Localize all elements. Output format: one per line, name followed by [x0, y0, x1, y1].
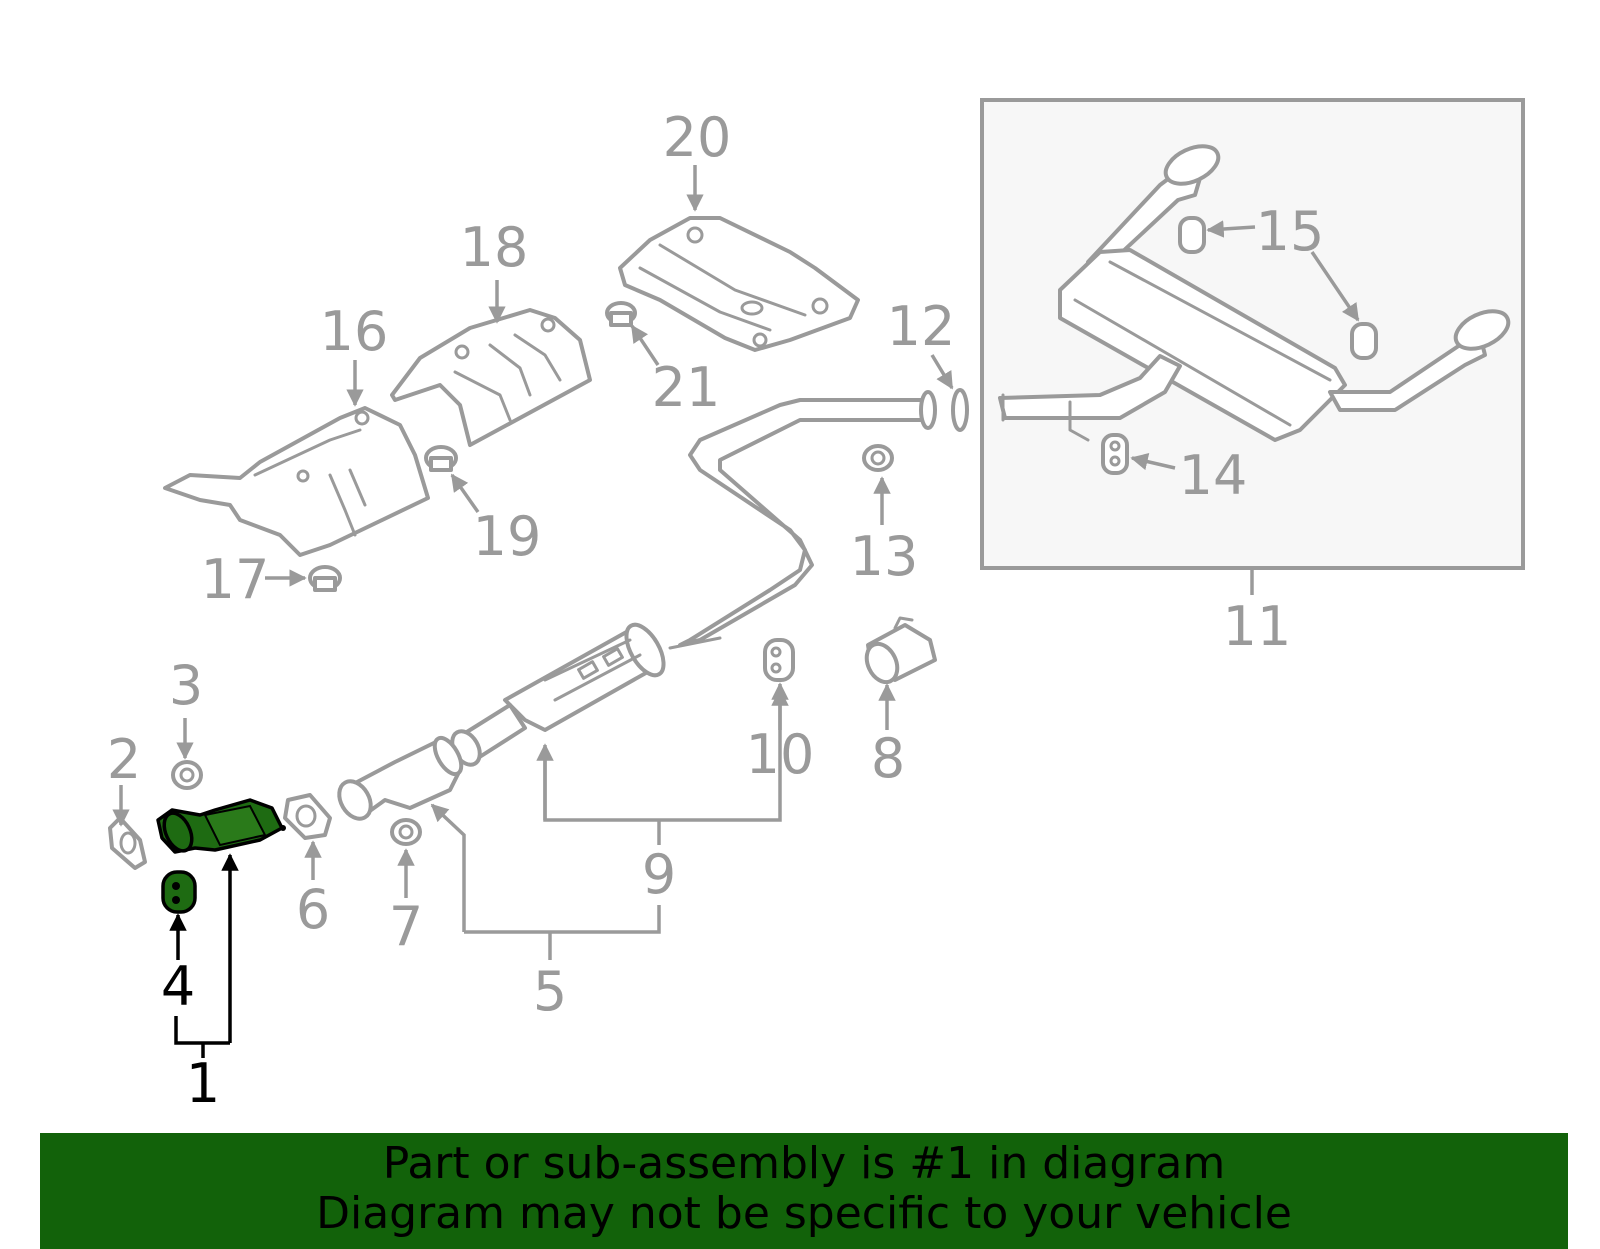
- rear-muffler-inset[interactable]: [980, 98, 1525, 570]
- banner-line-1: Part or sub-assembly is #1 in diagram: [382, 1138, 1226, 1189]
- nut-21[interactable]: [605, 301, 637, 327]
- callout-7[interactable]: 7: [389, 895, 423, 958]
- hanger-10[interactable]: [763, 638, 795, 682]
- callout-9[interactable]: 9: [642, 843, 676, 906]
- gasket-12[interactable]: [951, 388, 969, 432]
- front-pipe-5[interactable]: [333, 734, 467, 825]
- callout-20[interactable]: 20: [663, 106, 732, 169]
- callout-6[interactable]: 6: [296, 878, 330, 941]
- callout-11[interactable]: 11: [1223, 595, 1292, 658]
- callout-17[interactable]: 17: [201, 548, 270, 611]
- heat-shield-16[interactable]: [163, 406, 430, 557]
- heat-shield-20[interactable]: [618, 216, 860, 352]
- callout-15[interactable]: 15: [1256, 200, 1325, 263]
- callout-19[interactable]: 19: [473, 505, 542, 568]
- callout-4[interactable]: 4: [161, 955, 195, 1018]
- clamp-8[interactable]: [861, 616, 937, 687]
- callout-18[interactable]: 18: [460, 216, 529, 279]
- nut-19[interactable]: [424, 445, 458, 472]
- info-banner: Part or sub-assembly is #1 in diagram Di…: [40, 1133, 1568, 1249]
- hanger-14[interactable]: [1101, 433, 1129, 475]
- catalytic-converter-1[interactable]: [156, 798, 286, 855]
- callout-3[interactable]: 3: [169, 654, 203, 717]
- callout-12[interactable]: 12: [887, 295, 956, 358]
- hanger-15a[interactable]: [1178, 216, 1206, 254]
- callout-2[interactable]: 2: [107, 728, 141, 791]
- nut-17[interactable]: [308, 565, 342, 592]
- callout-16[interactable]: 16: [320, 300, 389, 363]
- hanger-15b[interactable]: [1350, 322, 1378, 360]
- heat-shield-18[interactable]: [390, 308, 592, 447]
- callout-14[interactable]: 14: [1179, 444, 1248, 507]
- callout-13[interactable]: 13: [850, 525, 919, 588]
- nut-3[interactable]: [171, 760, 203, 790]
- callout-8[interactable]: 8: [871, 727, 905, 790]
- callout-5[interactable]: 5: [533, 960, 567, 1023]
- nut-13[interactable]: [862, 444, 894, 472]
- banner-line-2: Diagram may not be specific to your vehi…: [316, 1188, 1292, 1239]
- nut-7[interactable]: [390, 818, 422, 846]
- callout-10[interactable]: 10: [746, 723, 815, 786]
- gasket-6[interactable]: [283, 793, 332, 840]
- callout-1[interactable]: 1: [186, 1052, 220, 1115]
- gasket-2[interactable]: [108, 816, 147, 870]
- hanger-4[interactable]: [161, 870, 197, 914]
- callout-21[interactable]: 21: [652, 356, 721, 419]
